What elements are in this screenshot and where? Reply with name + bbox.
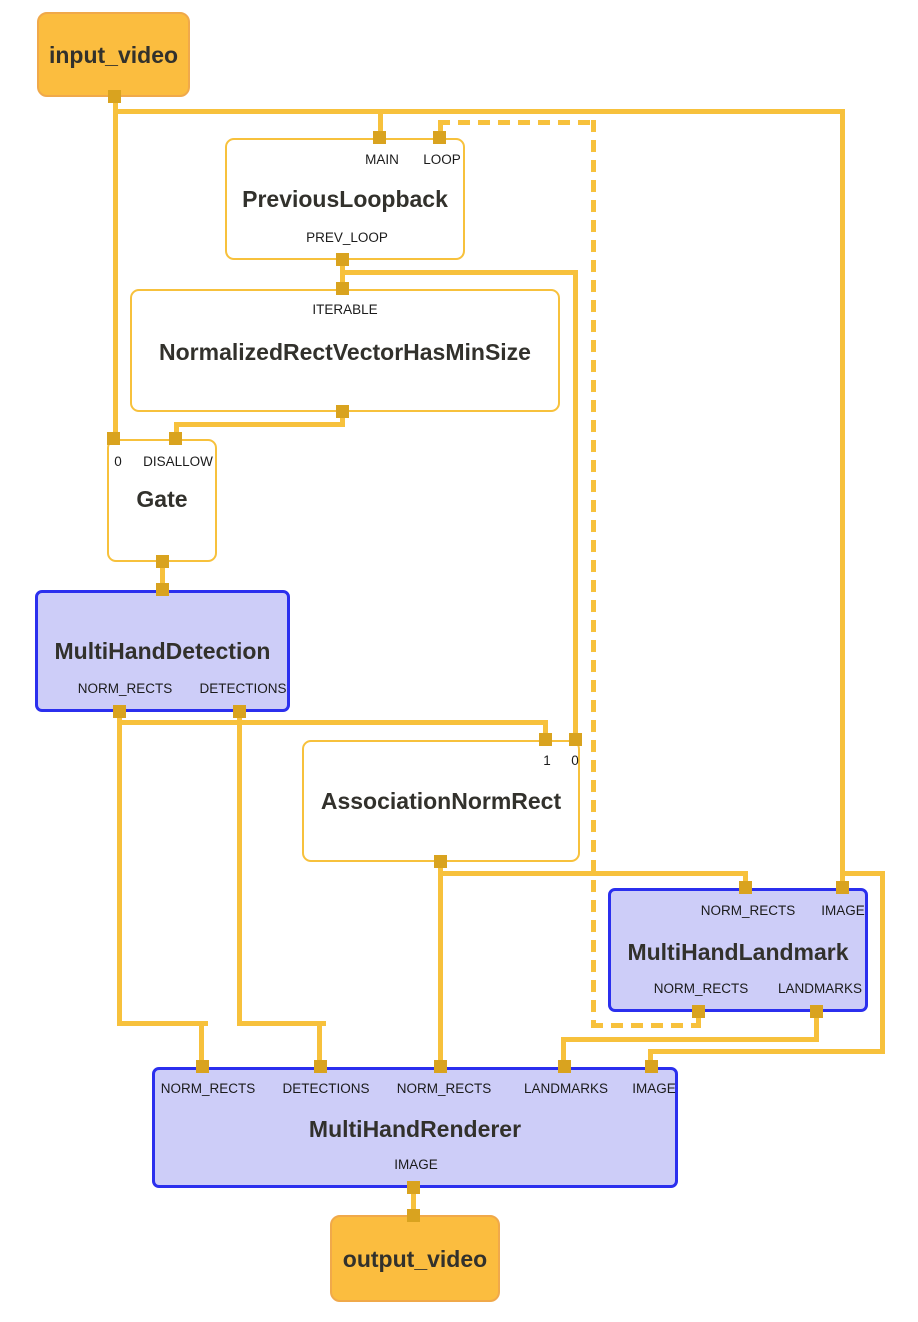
edge-landmarks-renderer-h (561, 1037, 819, 1042)
port-detection-normrects (113, 705, 126, 718)
port-detection-in (156, 583, 169, 596)
node-normalized-rect-vector-has-min-size[interactable]: ITERABLE NormalizedRectVectorHasMinSize (130, 289, 560, 412)
node-title: MultiHandRenderer (308, 1116, 522, 1142)
edge-assoc-landmark (438, 871, 748, 876)
node-title: output_video (342, 1245, 488, 1272)
node-title: Gate (136, 486, 188, 512)
edge-normrects-renderer-stub (199, 1021, 204, 1067)
edge-inputvideo-gate (113, 97, 118, 439)
edge-landmarks-renderer-stub (561, 1037, 566, 1067)
edge-minsize-out-stub (340, 411, 345, 427)
port-landmark-normrects-out (692, 1005, 705, 1018)
edge-renderer-outputvideo (411, 1187, 416, 1215)
port-previousloopback-prevloop (336, 253, 349, 266)
edge-image-branch-vertical (880, 871, 885, 1054)
port-label-0: 0 (571, 753, 579, 768)
port-outputvideo-in (407, 1209, 420, 1222)
port-label-norm-rects-2: NORM_RECTS (396, 1081, 492, 1096)
port-landmark-normrects-in (739, 881, 752, 894)
edge-landmarks-stub (814, 1011, 819, 1040)
node-gate[interactable]: 0 DISALLOW Gate (107, 439, 217, 562)
edge-image-renderer-stub (648, 1049, 653, 1067)
port-previousloopback-loop (433, 131, 446, 144)
port-label-prev-loop: PREV_LOOP (306, 230, 388, 245)
port-label-image-in: IMAGE (632, 1081, 676, 1096)
edge-assoc-landmark-stub (743, 871, 748, 888)
port-gate-out (156, 555, 169, 568)
edge-prevloop-assoc (341, 270, 578, 275)
port-minsize-iterable (336, 282, 349, 295)
node-previous-loopback[interactable]: MAIN LOOP PreviousLoopback PREV_LOOP (225, 138, 465, 260)
node-title: input_video (48, 41, 179, 68)
port-previousloopback-main (373, 131, 386, 144)
port-label-norm-rects: NORM_RECTS (77, 681, 173, 696)
port-label-landmarks-out: LANDMARKS (777, 981, 863, 996)
port-renderer-normrects1 (196, 1060, 209, 1073)
port-renderer-image-in (645, 1060, 658, 1073)
port-assoc-out (434, 855, 447, 868)
edge-bus-main-stub (378, 109, 383, 138)
port-inputvideo-out (108, 90, 121, 103)
port-landmark-landmarks (810, 1005, 823, 1018)
edge-loopback-bottom (591, 1023, 701, 1028)
node-title: AssociationNormRect (320, 788, 562, 814)
port-label-0: 0 (114, 454, 122, 469)
port-renderer-image-out (407, 1181, 420, 1194)
edge-loopback-top (438, 120, 596, 125)
edge-minsize-gate-stub (174, 422, 179, 439)
port-label-norm-rects-out: NORM_RECTS (653, 981, 749, 996)
node-title: NormalizedRectVectorHasMinSize (159, 339, 531, 365)
node-multi-hand-detection[interactable]: MultiHandDetection NORM_RECTS DETECTIONS (35, 590, 290, 712)
port-label-detections: DETECTIONS (282, 1081, 370, 1096)
port-renderer-normrects2 (434, 1060, 447, 1073)
port-label-main: MAIN (365, 152, 399, 167)
edge-loopback-vertical (591, 120, 596, 1028)
port-label-iterable: ITERABLE (312, 302, 378, 317)
node-multi-hand-renderer[interactable]: NORM_RECTS DETECTIONS NORM_RECTS LANDMAR… (152, 1067, 678, 1188)
node-multi-hand-landmark[interactable]: NORM_RECTS IMAGE MultiHandLandmark NORM_… (608, 888, 868, 1012)
port-assoc-1 (539, 733, 552, 746)
edge-minsize-gate (174, 422, 345, 427)
port-label-1: 1 (543, 753, 551, 768)
port-minsize-out (336, 405, 349, 418)
port-label-image-out: IMAGE (394, 1157, 438, 1172)
edge-normrects-assoc (117, 720, 548, 725)
edge-detections-renderer-h (237, 1021, 326, 1026)
port-label-loop: LOOP (423, 152, 461, 167)
edge-loopback-stub-normrects (696, 1011, 701, 1025)
port-landmark-image (836, 881, 849, 894)
edge-image-branch-bottom (648, 1049, 885, 1054)
node-input-video[interactable]: input_video (37, 12, 190, 97)
edge-assoc-renderer (438, 861, 443, 1067)
node-title: MultiHandDetection (54, 638, 271, 664)
port-renderer-landmarks (558, 1060, 571, 1073)
edge-detections-vertical (237, 711, 242, 1026)
node-title: MultiHandLandmark (627, 939, 849, 965)
edge-bus-landmark-image (840, 109, 845, 888)
port-label-norm-rects-1: NORM_RECTS (160, 1081, 256, 1096)
port-gate-disallow (169, 432, 182, 445)
edge-detection-normrects-vertical (117, 711, 122, 1026)
port-label-landmarks: LANDMARKS (523, 1081, 609, 1096)
port-detection-detections (233, 705, 246, 718)
node-title: PreviousLoopback (242, 186, 448, 212)
port-label-image: IMAGE (821, 903, 865, 918)
edge-gate-detection (160, 561, 165, 590)
edge-loopback-stub-loop (438, 121, 443, 138)
edge-inputvideo-bus (113, 109, 845, 114)
edge-detections-renderer-stub (317, 1021, 322, 1067)
port-renderer-detections (314, 1060, 327, 1073)
edge-image-branch (840, 871, 885, 876)
edge-normrects-renderer-h (117, 1021, 208, 1026)
edge-normrects-assoc-stub (543, 720, 548, 740)
port-gate-0 (107, 432, 120, 445)
port-label-disallow: DISALLOW (143, 454, 213, 469)
port-label-norm-rects-in: NORM_RECTS (700, 903, 796, 918)
edge-prevloop-assoc-vertical (573, 270, 578, 740)
node-association-norm-rect[interactable]: 1 0 AssociationNormRect (302, 740, 580, 862)
node-output-video[interactable]: output_video (330, 1215, 500, 1302)
port-assoc-0 (569, 733, 582, 746)
port-label-detections: DETECTIONS (199, 681, 287, 696)
